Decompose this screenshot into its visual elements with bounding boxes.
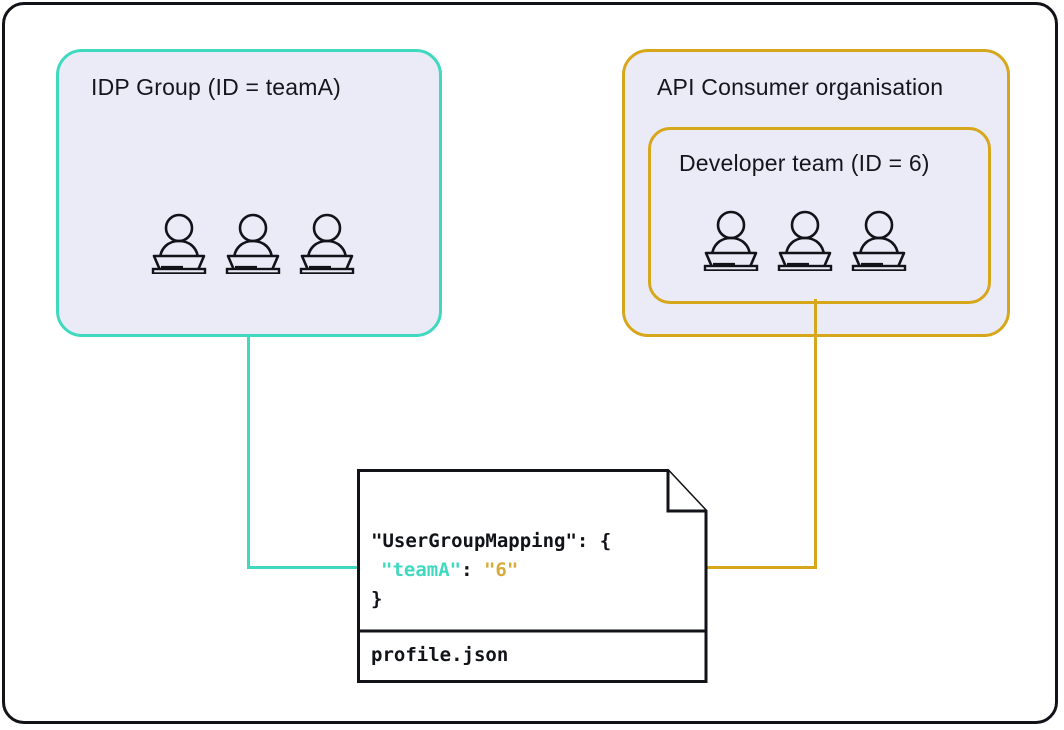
developer-team-connector-vertical (814, 299, 817, 568)
idp-connector-horizontal (247, 566, 381, 569)
idp-group-people-row (151, 210, 355, 279)
code-mapping-value: "6" (483, 559, 519, 581)
code-line-1: "UserGroupMapping": { (371, 530, 612, 552)
developer-team-people-row (703, 207, 907, 276)
code-line-3: } (371, 588, 383, 610)
document-filename: profile.json (371, 644, 509, 666)
api-consumer-organisation-box: API Consumer organisation Developer team… (622, 49, 1010, 337)
person-at-laptop-icon (225, 210, 281, 279)
developer-team-label: Developer team (ID = 6) (679, 150, 930, 176)
document-shape (357, 469, 708, 683)
person-at-laptop-icon (703, 207, 759, 276)
idp-group-label: IDP Group (ID = teamA) (91, 74, 342, 100)
idp-connector-vertical (247, 337, 250, 568)
person-at-laptop-icon (777, 207, 833, 276)
api-consumer-organisation-label: API Consumer organisation (657, 74, 944, 100)
developer-team-box: Developer team (ID = 6) (648, 127, 991, 304)
code-separator: : (461, 559, 484, 581)
person-at-laptop-icon (151, 210, 207, 279)
idp-group-box: IDP Group (ID = teamA) (56, 49, 442, 337)
profile-json-document: "UserGroupMapping": { "teamA": "6" } pro… (357, 469, 708, 683)
person-at-laptop-icon (851, 207, 907, 276)
code-mapping-key: "teamA" (381, 559, 462, 581)
person-at-laptop-icon (299, 210, 355, 279)
document-code-block: "UserGroupMapping": { "teamA": "6" } (371, 527, 611, 614)
